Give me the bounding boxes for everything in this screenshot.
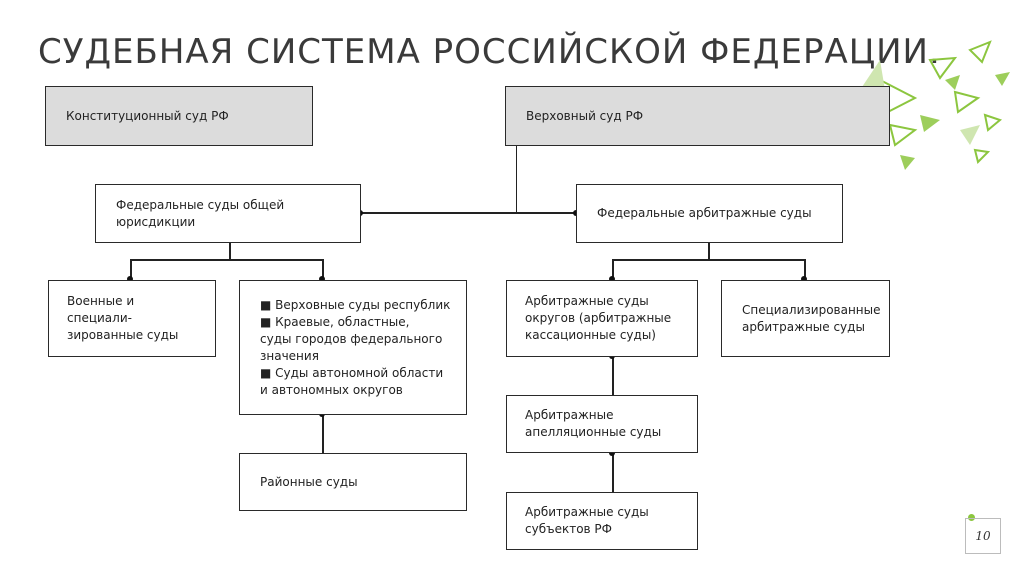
general-jurisdiction-box: Федеральные суды общей юрисдикции	[95, 184, 361, 243]
list-item: ■ Суды автономной области и автономных о…	[260, 365, 444, 397]
page-title: СУДЕБНАЯ СИСТЕМА РОССИЙСКОЙ ФЕДЕРАЦИИ.	[38, 32, 941, 72]
appeal-arbitrazh-box: Арбитражные апелляционные суды	[506, 395, 698, 453]
connector-line	[612, 356, 614, 396]
connector-line	[322, 414, 324, 454]
general-jurisdiction-label: Федеральные суды общей юрисдикции	[116, 197, 285, 229]
connector-line	[322, 259, 324, 279]
constitutional-court-box: Конституционный суд РФ	[45, 86, 313, 146]
arbitrazh-courts-label: Федеральные арбитражные суды	[597, 206, 812, 220]
page-number-label: 10	[975, 529, 991, 543]
connector-line	[612, 453, 614, 493]
military-courts-label: Военные и специали- зированные суды	[67, 294, 179, 342]
specialized-arbitrazh-box: Специализированные арбитражные суды	[721, 280, 890, 357]
connector-line	[804, 259, 806, 279]
constitutional-court-label: Конституционный суд РФ	[66, 108, 229, 123]
regional-courts-box: ■ Верховные суды республик ■ Краевые, об…	[239, 280, 467, 415]
connector-line	[516, 145, 517, 213]
page-number: 10	[965, 518, 1001, 554]
connector-line	[708, 242, 710, 260]
arbitrazh-courts-box: Федеральные арбитражные суды	[576, 184, 843, 243]
list-item: ■ Краевые, областные, суды городов федер…	[260, 314, 443, 363]
list-item: ■ Верховные суды республик	[260, 297, 451, 312]
connector-line	[130, 259, 132, 279]
connector-line	[130, 259, 323, 261]
connector-dot	[127, 276, 133, 282]
connector-dot	[609, 276, 615, 282]
district-courts-box: Районные суды	[239, 453, 467, 511]
page-accent-dot	[968, 514, 975, 521]
district-arbitrazh-label: Арбитражные суды округов (арбитражные ка…	[525, 294, 672, 342]
connector-line	[229, 242, 231, 260]
district-arbitrazh-box: Арбитражные суды округов (арбитражные ка…	[506, 280, 698, 357]
connector-line	[612, 259, 805, 261]
connector-dot	[801, 276, 807, 282]
appeal-arbitrazh-label: Арбитражные апелляционные суды	[525, 408, 662, 439]
specialized-arbitrazh-label: Специализированные арбитражные суды	[742, 302, 881, 334]
connector-line	[360, 212, 576, 214]
supreme-court-box: Верховный суд РФ	[505, 86, 890, 146]
subject-arbitrazh-box: Арбитражные суды субъектов РФ	[506, 492, 698, 550]
connector-dot	[609, 450, 615, 456]
military-courts-box: Военные и специали- зированные суды	[48, 280, 216, 357]
connector-dot	[319, 276, 325, 282]
connector-line	[612, 259, 614, 279]
subject-arbitrazh-label: Арбитражные суды субъектов РФ	[525, 505, 649, 536]
district-courts-label: Районные суды	[260, 474, 358, 489]
supreme-court-label: Верховный суд РФ	[526, 108, 644, 123]
